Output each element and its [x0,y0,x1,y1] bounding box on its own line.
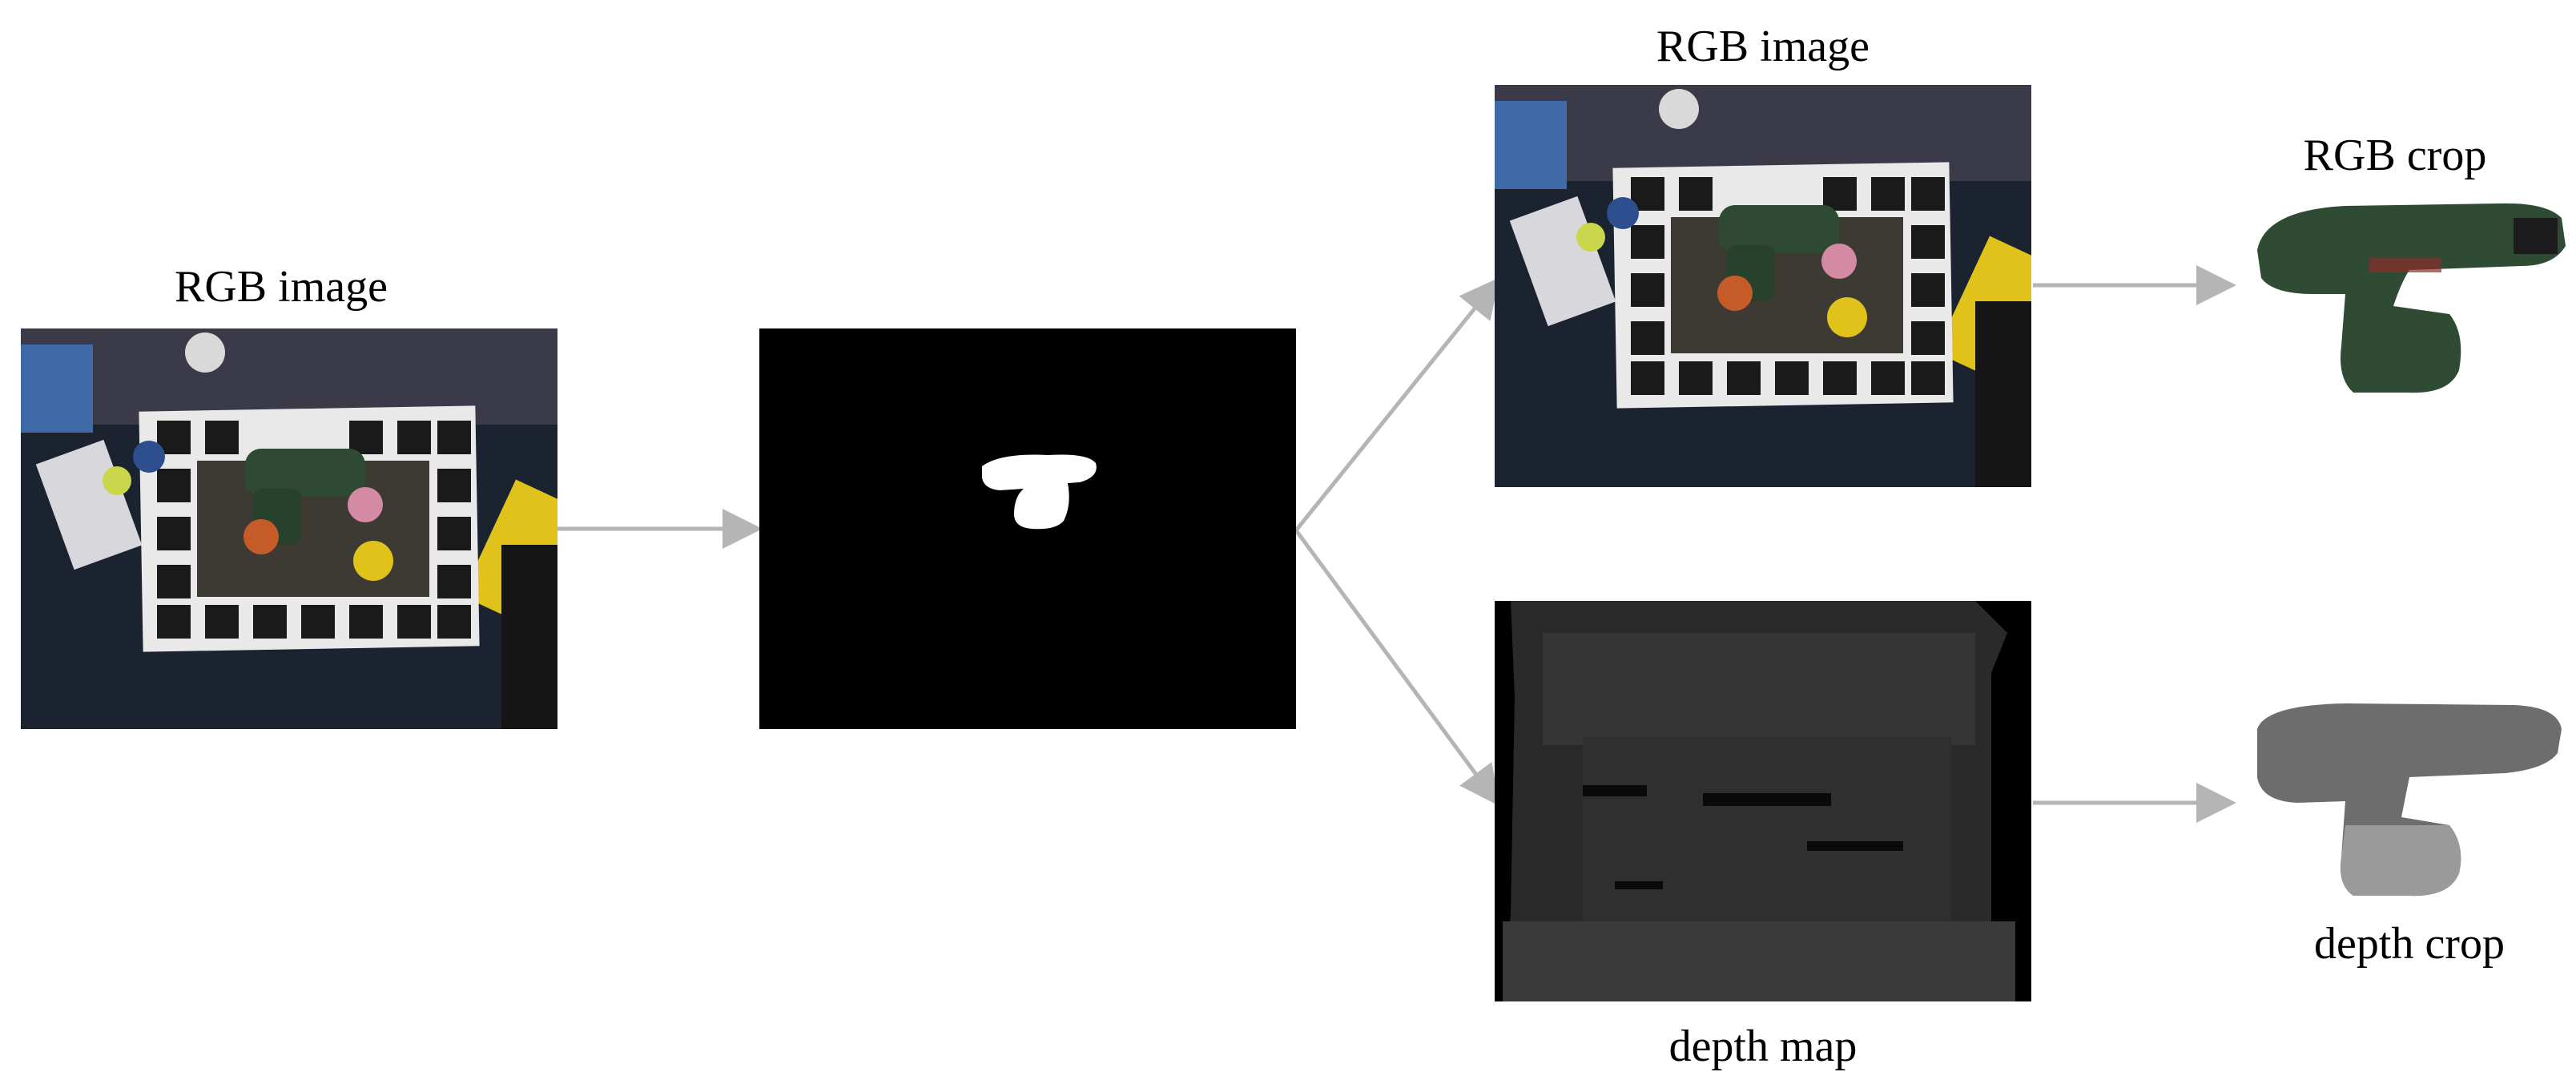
rgb-image-top-label: RGB image [1656,22,1870,71]
depth-map-label: depth map [1668,1022,1858,1071]
rgb-crop [2249,186,2570,402]
rgb-image-top [1495,85,2031,487]
rgb-crop-drill [2257,203,2566,393]
rgb-scene-left [21,328,557,729]
rgb-image-left-label: RGB image [175,262,388,312]
depth-crop-drill [2257,703,2562,897]
depth-map-shape [1495,601,2031,1001]
depth-crop-label: depth crop [2314,919,2505,969]
arrow-mask-to-rgb [1294,277,1500,532]
rgb-image-left [21,328,557,729]
rgb-crop-label: RGB crop [2303,131,2487,180]
rgb-scene-top [1495,85,2031,487]
segmentation-mask [759,328,1296,729]
mask-shape [759,328,1296,729]
depth-crop [2249,697,2570,905]
arrow-mask-to-depth [1294,529,1499,807]
depth-map [1495,601,2031,1001]
